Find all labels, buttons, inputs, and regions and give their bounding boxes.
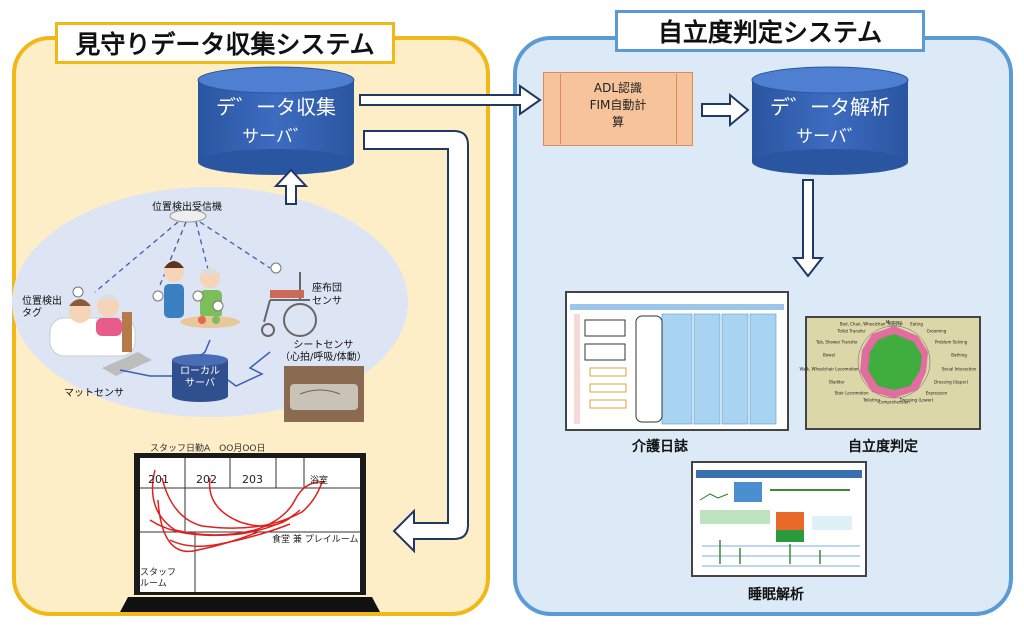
radar-label: Stair Locomotion <box>834 390 869 396</box>
radar-label: Dressing (Lower) <box>899 397 934 403</box>
tag-label-line1: 位置検出 <box>22 296 62 307</box>
radar-label: Bed, Chair, Wheelchair Transfer <box>839 321 904 327</box>
sleep-analysis-screen <box>691 461 867 577</box>
tag-label-line2: タグ <box>22 308 42 319</box>
radar-label: Problem Solving <box>935 339 968 345</box>
arrow-up-to-collection <box>273 168 309 205</box>
independence-radar-screen <box>805 316 981 430</box>
left-system-title: 見守りデータ収集システム <box>55 22 395 64</box>
adl-box <box>543 72 693 146</box>
receiver-label: 位置検出受信機 <box>152 202 222 213</box>
analysis-server-line2: サーバ゛ <box>796 127 864 147</box>
radar-label: Tub, Shower Transfer <box>815 339 858 345</box>
local-server-line1: ローカル <box>180 366 220 377</box>
staff-room-line1: スタッフ <box>140 568 177 578</box>
radar-label: Eating <box>910 321 923 327</box>
room-202-label: 202 <box>196 473 217 486</box>
independence-caption: 自立度判定 <box>848 439 918 455</box>
local-server-line2: サーバ <box>185 378 215 389</box>
bath-label: 浴室 <box>310 476 329 486</box>
radar-label: Expression <box>925 390 948 396</box>
adl-line1: ADL認識 <box>593 81 643 95</box>
radar-label: Toilet Transfer <box>837 328 866 334</box>
radar-label: Dressing (Upper) <box>934 379 969 385</box>
radar-label: Toileting <box>863 397 880 403</box>
adl-box-line-right <box>676 74 677 144</box>
adl-label: ADL認識 FIM自動計 算 <box>555 80 681 131</box>
staff-room-label: スタッフ ルーム <box>140 568 176 590</box>
adl-box-line-left <box>560 74 561 144</box>
analysis-server-label: デ゛ータ解析 サーバ゛ <box>752 92 908 152</box>
care-log-screen <box>565 291 789 431</box>
arrow-to-adl <box>359 84 542 116</box>
tag-label: 位置検出 タグ <box>22 296 62 320</box>
mat-sensor <box>102 352 152 376</box>
sheet-label-line2: （心拍/呼吸/体動） <box>280 352 367 363</box>
arrow-return-to-map <box>363 130 469 554</box>
radar-label: Bladder <box>829 379 845 385</box>
room-201-label: 201 <box>148 473 169 486</box>
cushion-label-line1: 座布団 <box>312 283 342 294</box>
analysis-server-line1: デ゛ータ解析 <box>770 95 890 119</box>
arrow-adl-to-analysis <box>701 92 750 128</box>
receiver-device <box>169 209 207 223</box>
analysis-server-cylinder <box>751 66 909 175</box>
staff-room-line2: ルーム <box>140 579 167 589</box>
mat-sensor-label: マットセンサ <box>64 388 124 399</box>
collection-server-label: デ゛ータ収集 サーバ゛ <box>198 92 354 152</box>
radar-label: Walk, Wheelchair Locomotion <box>799 366 859 372</box>
radar-label: Comprehension <box>878 399 910 405</box>
caregiver-illustration <box>164 261 240 328</box>
radar-label: Memory <box>885 319 903 325</box>
adl-line3: 算 <box>611 115 624 129</box>
radar-label: Bathing <box>951 352 967 358</box>
collection-server-line1: デ゛ータ収集 <box>216 95 336 119</box>
floor-map-header: スタッフ日勤A OO月OO日 <box>150 444 266 454</box>
room-203-label: 203 <box>242 473 263 486</box>
radar-label: Social Interaction <box>941 366 977 372</box>
collection-server-cylinder <box>197 66 355 175</box>
care-log-caption: 介護日誌 <box>632 439 688 455</box>
arrow-analysis-down <box>791 179 825 278</box>
local-server-label: ローカル サーバ <box>172 366 228 390</box>
sheet-sensor-label: シートセンサ （心拍/呼吸/体動） <box>280 340 367 364</box>
adl-line2: FIM自動計 <box>589 98 647 112</box>
radar-label: Grooming <box>926 328 947 334</box>
local-server-cylinder <box>172 354 228 402</box>
sheet-label-line1: シートセンサ <box>293 340 354 351</box>
bed-illustration <box>49 294 136 357</box>
dining-label: 食堂 兼 プレイルーム <box>272 535 359 545</box>
wheelchair-illustration <box>261 272 317 337</box>
right-system-title: 自立度判定システム <box>615 10 925 52</box>
collection-server-line2: サーバ゛ <box>242 127 310 147</box>
radar-label: Bowel <box>822 352 836 358</box>
cushion-sensor-label: 座布団 センサ <box>312 282 342 308</box>
floor-map-laptop <box>120 453 380 612</box>
sleep-caption: 睡眠解析 <box>748 587 804 603</box>
cushion-label-line2: センサ <box>312 296 342 307</box>
